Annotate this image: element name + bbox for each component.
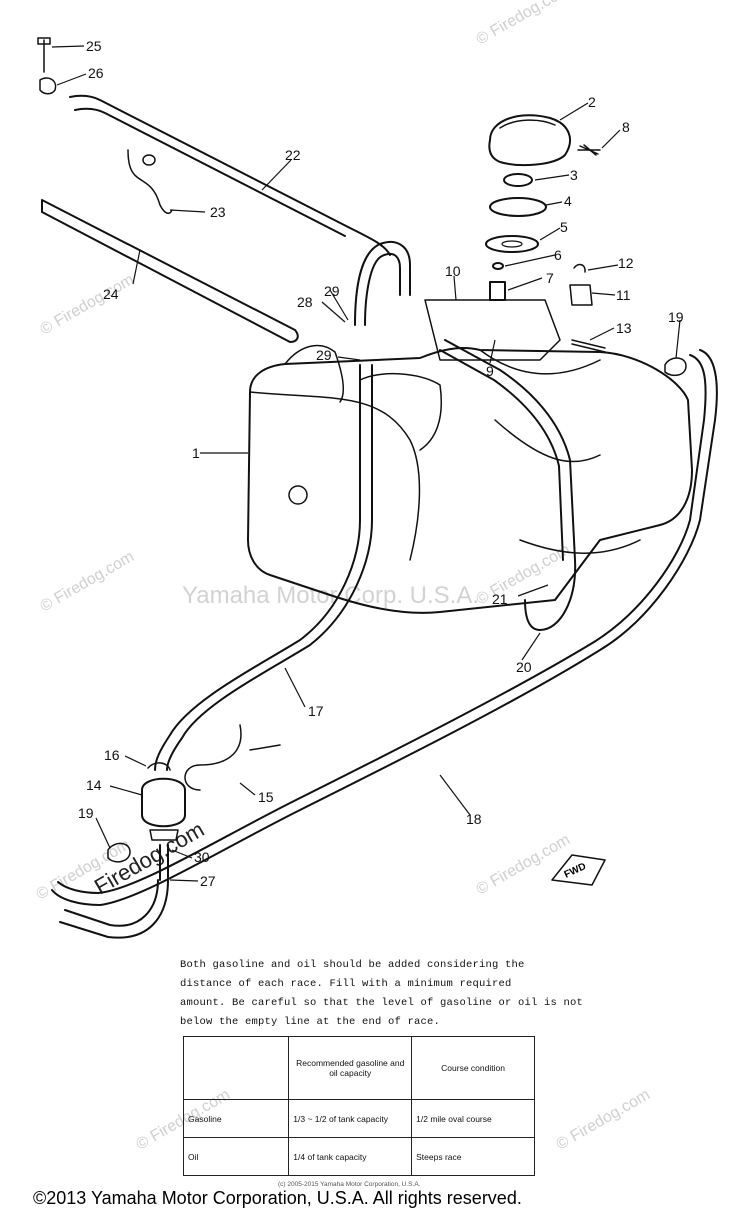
hose-loop bbox=[354, 240, 411, 326]
table-cell-gasoline-course: 1/2 mile oval course bbox=[411, 1099, 535, 1139]
table-header-row: Recommended gasoline and oil capacity Co… bbox=[182, 1035, 535, 1101]
callout-23: 23 bbox=[210, 204, 226, 220]
table-row: Gasoline 1/3 ~ 1/2 of tank capacity 1/2 … bbox=[182, 1099, 535, 1139]
callout-3: 3 bbox=[570, 167, 578, 183]
callout-8: 8 bbox=[622, 119, 630, 135]
clip-19-lower bbox=[107, 842, 131, 863]
watermark-bottom-right: © Firedog.com bbox=[554, 1086, 654, 1153]
table-header-capacity: Recommended gasoline and oil capacity bbox=[288, 1035, 413, 1101]
table-cell-gasoline-capacity: 1/3 ~ 1/2 of tank capacity bbox=[288, 1099, 413, 1139]
callout-4: 4 bbox=[564, 193, 572, 209]
leader-lines bbox=[51, 45, 681, 882]
callout-1: 1 bbox=[192, 445, 200, 461]
tank-bottom-right bbox=[519, 539, 641, 554]
tank-saddle bbox=[284, 344, 345, 403]
callout-9: 9 bbox=[486, 363, 494, 379]
table-row: Oil 1/4 of tank capacity Steeps race bbox=[182, 1137, 535, 1176]
filler-cap bbox=[488, 114, 571, 167]
note-line-2: distance of each race. Fill with a minim… bbox=[180, 978, 512, 990]
fitting-30 bbox=[159, 844, 169, 881]
callout-12: 12 bbox=[618, 255, 634, 271]
cap-plate bbox=[489, 197, 547, 217]
small-copyright: (c) 2005-2015 Yamaha Motor Corporation, … bbox=[278, 1181, 421, 1188]
breather-hose-22 bbox=[69, 94, 391, 256]
watermark-top-right: © Firedog.com bbox=[474, 0, 574, 48]
callout-29-upper: 29 bbox=[324, 283, 340, 299]
callout-14: 14 bbox=[86, 777, 102, 793]
overflow-hose-18 bbox=[51, 349, 718, 906]
note-line-4: below the empty line at the end of race. bbox=[180, 1016, 441, 1028]
callout-21: 21 bbox=[492, 591, 508, 607]
callout-29-lower: 29 bbox=[316, 347, 332, 363]
fuel-filter-14 bbox=[141, 777, 186, 828]
watermark-left: © Firedog.com bbox=[38, 271, 138, 338]
watermark-right-2: © Firedog.com bbox=[474, 831, 574, 898]
rod-13 bbox=[571, 339, 606, 353]
fwd-arrow bbox=[551, 854, 606, 886]
table-header-blank bbox=[182, 1035, 290, 1101]
table-cell-gasoline: Gasoline bbox=[182, 1099, 290, 1139]
callout-28: 28 bbox=[297, 294, 313, 310]
callout-19-lower: 19 bbox=[78, 805, 94, 821]
note-line-1: Both gasoline and oil should be added co… bbox=[180, 959, 525, 971]
hose-20 bbox=[444, 339, 577, 631]
callout-numbers: 1 2 3 4 5 6 7 8 9 10 11 12 13 15 16 17 1… bbox=[78, 38, 684, 889]
callout-13: 13 bbox=[616, 320, 632, 336]
tank-seam bbox=[249, 391, 421, 561]
fwd-label: FWD bbox=[563, 861, 588, 881]
tank-emblem bbox=[288, 485, 308, 505]
callout-26: 26 bbox=[88, 65, 104, 81]
callout-20: 20 bbox=[516, 659, 532, 675]
cap-gasket bbox=[503, 173, 533, 187]
hose-27 bbox=[64, 879, 159, 927]
small-gasket bbox=[492, 262, 504, 270]
vent-pipe-24 bbox=[41, 199, 299, 343]
footer-copyright: ©2013 Yamaha Motor Corporation, U.S.A. A… bbox=[33, 1188, 522, 1208]
clamp-16 bbox=[147, 762, 171, 771]
note-line-3: amount. Be careful so that the level of … bbox=[180, 997, 584, 1009]
bracket-26 bbox=[39, 77, 57, 95]
callout-25: 25 bbox=[86, 38, 102, 54]
callout-17: 17 bbox=[308, 703, 324, 719]
fueling-instruction-note: Both gasoline and oil should be added co… bbox=[180, 956, 584, 1032]
callout-27: 27 bbox=[200, 873, 216, 889]
table-header-course: Course condition bbox=[411, 1035, 535, 1101]
table-cell-oil-course: Steeps race bbox=[411, 1137, 535, 1176]
fuel-hose-17 bbox=[154, 364, 361, 771]
clip-11 bbox=[569, 284, 593, 306]
callout-19-upper: 19 bbox=[668, 309, 684, 325]
callout-10: 10 bbox=[445, 263, 461, 279]
callout-11: 11 bbox=[616, 287, 631, 303]
tank-neck bbox=[424, 299, 561, 361]
bracket-15 bbox=[184, 724, 281, 791]
callout-16: 16 bbox=[104, 747, 120, 763]
table-cell-oil-capacity: 1/4 of tank capacity bbox=[288, 1137, 413, 1176]
cap-washer bbox=[485, 235, 539, 253]
callout-7: 7 bbox=[546, 270, 554, 286]
callout-30: 30 bbox=[194, 849, 210, 865]
capacity-table: Recommended gasoline and oil capacity Co… bbox=[182, 1035, 535, 1176]
table-cell-oil: Oil bbox=[182, 1137, 290, 1176]
bolt-25 bbox=[37, 37, 51, 73]
tank-ridge bbox=[479, 349, 601, 463]
clip-12 bbox=[573, 263, 586, 273]
tank-inner bbox=[359, 372, 442, 451]
callout-24: 24 bbox=[103, 286, 119, 302]
clip-19-upper bbox=[664, 357, 687, 377]
callout-22: 22 bbox=[285, 147, 301, 163]
callout-2: 2 bbox=[588, 94, 596, 110]
callout-6: 6 bbox=[554, 247, 562, 263]
fuel-tank bbox=[247, 347, 693, 614]
callout-18: 18 bbox=[466, 811, 482, 827]
spring-8 bbox=[577, 144, 601, 156]
watermark-left-2: © Firedog.com bbox=[38, 548, 138, 615]
callout-5: 5 bbox=[560, 219, 568, 235]
wire-23 bbox=[127, 149, 173, 214]
callout-15: 15 bbox=[258, 789, 274, 805]
screw bbox=[489, 281, 506, 301]
